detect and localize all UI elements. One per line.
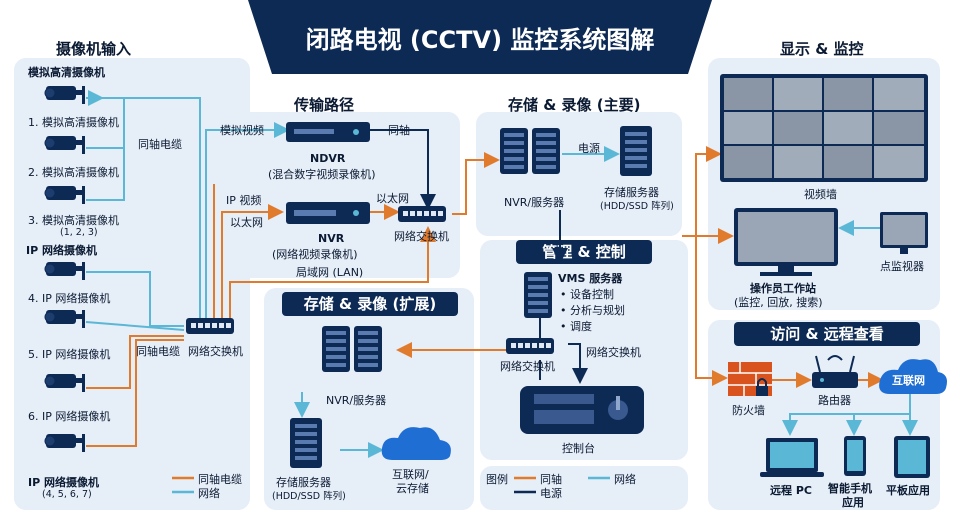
ip-camera-5-label: 5. IP 网络摄像机 [28, 348, 111, 361]
smartphone-icon [844, 436, 866, 476]
legend-panel [480, 466, 688, 510]
internet-cloud-icon [879, 359, 947, 394]
storage-server-sub: (HDD/SSD 阵列) [600, 201, 674, 212]
analog-camera-icon [44, 85, 86, 105]
smartphone-label: 智能手机 [828, 482, 872, 495]
storage-server-ext-sub: (HDD/SSD 阵列) [272, 491, 346, 502]
section-management: 管理 & 控制 [516, 240, 652, 264]
cloud-label: 互联网/ [392, 468, 429, 481]
ip-camera-nums: (4, 5, 6, 7) [42, 489, 92, 500]
vms-server-icon [524, 272, 552, 318]
power-label: 电源 [578, 142, 600, 155]
cloud-icon [381, 427, 451, 460]
ethernet-label-2: 以太网 [376, 192, 409, 205]
tablet-icon [894, 436, 930, 478]
control-console-icon [520, 386, 644, 434]
vms-item-1: • 设备控制 [560, 288, 614, 301]
legend-left-coax: 同轴电缆 [198, 473, 242, 486]
ip-camera-icon [44, 433, 86, 453]
tablet-label: 平板应用 [886, 484, 930, 497]
ip-camera-icon [44, 373, 86, 393]
video-wall-icon [720, 74, 928, 182]
title-banner [248, 0, 712, 74]
section-remote: 访问 & 远程查看 [734, 322, 920, 346]
vms-title: VMS 服务器 [558, 272, 623, 285]
console-label: 控制台 [562, 442, 595, 455]
ip-camera-icon [44, 309, 86, 329]
analog-camera-1-label: 1. 模拟高清摄像机 [28, 116, 119, 129]
ndvr-label: NDVR [310, 152, 346, 165]
section-display: 显示 & 监控 [780, 40, 864, 58]
analog-camera-3-label: 3. 模拟高清摄像机 [28, 214, 119, 227]
ip-camera-icon [44, 261, 86, 281]
storage-server-icon [620, 126, 652, 176]
ndvr-device-icon [286, 122, 370, 142]
firewall-icon [728, 362, 772, 396]
vms-item-3: • 调度 [560, 320, 592, 333]
main-switch-label: 网络交换机 [394, 230, 449, 243]
section-transmission: 传输路径 [294, 96, 355, 114]
storage-server-ext-icon [290, 418, 322, 468]
ip-video-label: IP 视频 [226, 194, 262, 207]
analog-camera-icon [44, 135, 86, 155]
legend-network: 网络 [614, 473, 636, 486]
coax-label: 同轴 [388, 124, 410, 137]
legend-power: 电源 [540, 487, 562, 500]
nvr-server-icon [500, 128, 560, 174]
analog-camera-nums: (1, 2, 3) [60, 227, 98, 238]
spot-monitor-icon [880, 212, 928, 254]
legend-left-net: 网络 [198, 487, 220, 500]
router-label: 路由器 [818, 394, 851, 407]
nvr-device-icon [286, 202, 370, 224]
internet-label: 互联网 [892, 374, 925, 387]
analog-video-label: 模拟视频 [220, 124, 264, 137]
router-icon [812, 355, 858, 388]
ip-camera-6-label: 6. IP 网络摄像机 [28, 410, 111, 423]
video-wall-label: 视频墙 [804, 188, 837, 201]
lan-label: 局域网 (LAN) [296, 266, 364, 279]
firewall-label: 防火墙 [732, 404, 765, 417]
nvr-server-ext-icon [322, 326, 382, 372]
network-switch-label: 网络交换机 [188, 345, 243, 358]
nvr-server-label: NVR/服务器 [504, 196, 565, 209]
vms-item-2: • 分析与规划 [560, 304, 625, 317]
ip-camera-4-label: 4. IP 网络摄像机 [28, 292, 111, 305]
mgmt-switch-label: 网络交换机 [500, 360, 555, 373]
workstation-label: 操作员工作站 [750, 282, 816, 295]
nvr-label: NVR [318, 232, 345, 245]
coax-cable-label-2: 同轴电缆 [136, 345, 180, 358]
page-title: 闭路电视 (CCTV) 监控系统图解 [305, 26, 655, 54]
workstation-sub: (监控, 回放, 搜索) [734, 296, 823, 309]
analog-group-label: 模拟高清摄像机 [28, 66, 105, 79]
mgmt-network-switch-label: 网络交换机 [586, 346, 641, 359]
storage-server-ext-label: 存储服务器 [276, 476, 331, 489]
storage-server-label: 存储服务器 [604, 186, 659, 199]
analog-camera-icon [44, 185, 86, 205]
section-storage-main: 存储 & 录像 (主要) [508, 96, 641, 114]
ip-group-label: IP 网络摄像机 [26, 244, 97, 257]
analog-camera-2-label: 2. 模拟高清摄像机 [28, 166, 119, 179]
remote-pc-icon [760, 438, 824, 477]
section-camera-input: 摄像机输入 [56, 40, 132, 58]
nvr-sub-label: (网络视频录像机) [272, 248, 358, 261]
legend-title: 图例 [486, 473, 508, 486]
ethernet-label: 以太网 [230, 216, 263, 229]
workstation-icon [734, 208, 838, 276]
smartphone-label-2: 应用 [842, 496, 864, 509]
storage-ext-panel [264, 288, 474, 510]
cloud-label-2: 云存储 [396, 482, 429, 495]
network-switch-icon [186, 318, 234, 334]
remote-pc-label: 远程 PC [770, 484, 812, 497]
legend-coax: 同轴 [540, 473, 562, 486]
spot-monitor-label: 点监视器 [880, 260, 924, 273]
nvr-server-ext-label: NVR/服务器 [326, 394, 387, 407]
ndvr-sub-label: (混合数字视频录像机) [268, 168, 376, 181]
network-switch-icon [506, 338, 554, 354]
coax-cable-label: 同轴电缆 [138, 138, 182, 151]
network-switch-icon [398, 206, 446, 222]
ip-camera-bottom-label: IP 网络摄像机 [28, 476, 99, 489]
section-storage-ext: 存储 & 录像 (扩展) [282, 292, 458, 316]
